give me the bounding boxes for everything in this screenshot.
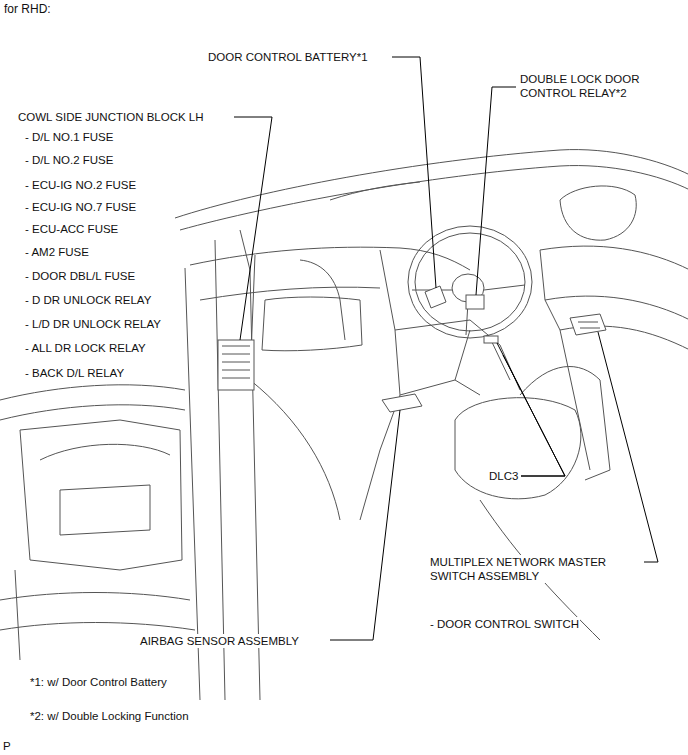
- part-name: DOOR CONTROL BATTERY*1: [207, 50, 369, 64]
- part-name: AIRBAG SENSOR ASSEMBLY: [139, 634, 300, 648]
- part-name: DOUBLE LOCK DOOR CONTROL RELAY*2: [519, 72, 666, 100]
- component-item: - DOOR CONTROL SWITCH: [429, 617, 580, 631]
- footnote: *1: w/ Door Control Battery: [29, 675, 168, 689]
- component-item: - BACK D/L RELAY: [24, 366, 125, 380]
- component-item: - D/L NO.2 FUSE: [24, 153, 114, 167]
- component-item: - ALL DR LOCK RELAY: [24, 341, 147, 355]
- part-name: MULTIPLEX NETWORK MASTER SWITCH ASSEMBLY: [429, 555, 636, 583]
- component-item: - AM2 FUSE: [24, 245, 90, 259]
- component-item: - D DR UNLOCK RELAY: [24, 293, 152, 307]
- component-item: - ECU-IG NO.7 FUSE: [24, 200, 137, 214]
- part-name: COWL SIDE JUNCTION BLOCK LH: [17, 110, 205, 124]
- part-name: DLC3: [488, 469, 519, 483]
- page-heading: for RHD:: [3, 2, 52, 16]
- component-item: - ECU-ACC FUSE: [24, 222, 119, 236]
- component-item: - D/L NO.1 FUSE: [24, 130, 114, 144]
- footnote: *2: w/ Double Locking Function: [29, 709, 190, 723]
- component-item: - ECU-IG NO.2 FUSE: [24, 178, 137, 192]
- component-item: - L/D DR UNLOCK RELAY: [24, 317, 162, 331]
- component-item: - DOOR DBL/L FUSE: [24, 269, 136, 283]
- page-mark: P: [2, 739, 12, 753]
